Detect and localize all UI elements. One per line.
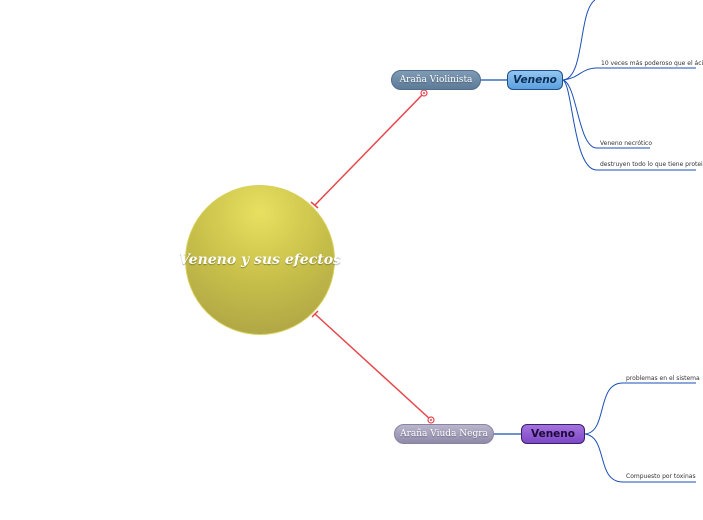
sub-connectors-upper xyxy=(562,0,696,171)
connector-handles xyxy=(420,89,435,424)
sub-connectors-lower xyxy=(584,382,696,483)
connector-central-to-violinista xyxy=(314,92,425,206)
leaf-item[interactable]: 10 veces más poderoso que el áci xyxy=(601,60,703,67)
leaf-item[interactable]: Veneno necrótico xyxy=(600,140,652,147)
sub-link-lower-item-1 xyxy=(584,382,696,435)
connector-handle-bottom-dot xyxy=(430,419,432,421)
sub-link-item-3 xyxy=(562,79,696,171)
connector-tick-top xyxy=(310,201,319,209)
sub-link-lower-item-2 xyxy=(584,433,696,483)
connector-handle-top-dot xyxy=(423,92,425,94)
main-connectors xyxy=(310,92,432,421)
branch-label: Araña Violinista xyxy=(399,75,473,85)
veneno-label: Veneno xyxy=(531,428,575,440)
veneno-node-viuda-negra[interactable]: Veneno xyxy=(521,424,585,444)
veneno-node-violinista[interactable]: Veneno xyxy=(507,70,563,90)
sub-link-item-1 xyxy=(562,67,696,81)
connector-tick-bottom xyxy=(311,310,319,318)
leaf-item[interactable]: destruyen todo lo que tiene protei xyxy=(600,161,703,168)
sub-link-top-offscreen xyxy=(562,0,596,81)
branch-arana-violinista[interactable]: Araña Violinista xyxy=(391,70,481,90)
leaf-item[interactable]: Compuesto por toxinas xyxy=(626,473,696,480)
leaf-item[interactable]: problemas en el sistema xyxy=(626,375,700,382)
sub-link-item-2 xyxy=(562,79,650,149)
central-topic-label: Veneno y sus efectos xyxy=(179,252,341,268)
branch-arana-viuda-negra[interactable]: Araña Viuda Negra xyxy=(394,424,494,444)
branch-label: Araña Viuda Negra xyxy=(400,429,488,439)
connector-central-to-viuda xyxy=(314,313,432,421)
central-topic[interactable]: Veneno y sus efectos xyxy=(179,185,341,335)
veneno-label: Veneno xyxy=(513,74,557,86)
